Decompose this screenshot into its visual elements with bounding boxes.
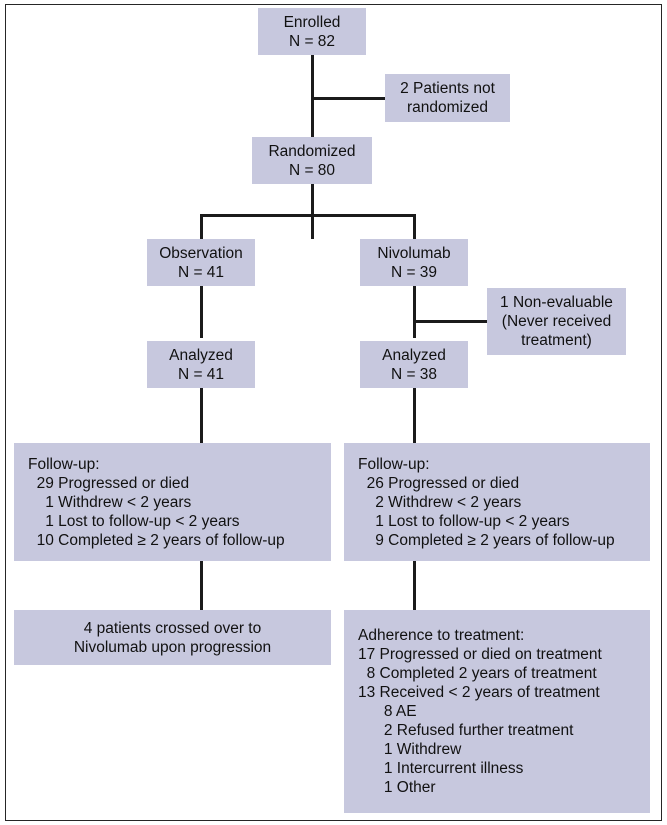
followup-nivolumab-line2: 26 Progressed or died	[358, 474, 520, 492]
node-observation[interactable]: Observation N = 41	[147, 239, 255, 286]
followup-observation-line4: 1 Lost to follow-up < 2 years	[28, 512, 240, 530]
followup-nivolumab-line5: 9 Completed ≥ 2 years of follow-up	[358, 531, 615, 549]
followup-observation-line3: 1 Withdrew < 2 years	[28, 493, 192, 511]
node-not-randomized-line2: randomized	[407, 99, 488, 116]
node-not-randomized-line1: 2 Patients not	[400, 80, 495, 97]
connector-nivolumab-to-non-evaluable	[413, 320, 488, 323]
adherence-line8: 1 Intercurrent illness	[358, 760, 524, 777]
adherence-line2: 17 Progressed or died on treatment	[358, 646, 602, 663]
crossover-line1: 4 patients crossed over to	[83, 619, 262, 637]
connector-followup-obs-to-crossover	[200, 560, 203, 610]
node-nivolumab[interactable]: Nivolumab N = 39	[360, 239, 468, 286]
adherence-line1: Adherence to treatment:	[358, 627, 525, 644]
node-nivolumab-line2: N = 39	[390, 263, 438, 281]
node-followup-observation[interactable]: Follow-up: 29 Progressed or died 1 Withd…	[14, 443, 331, 561]
connector-analyzed-nivo-to-followup	[413, 387, 416, 443]
followup-observation-line1: Follow-up:	[28, 455, 100, 473]
connector-randomized-down	[311, 183, 314, 239]
connector-split-to-observation	[200, 214, 203, 240]
node-analyzed-nivolumab[interactable]: Analyzed N = 38	[360, 341, 468, 388]
node-adherence[interactable]: Adherence to treatment: 17 Progressed or…	[344, 610, 650, 813]
adherence-line7: 1 Withdrew	[358, 741, 462, 758]
node-randomized[interactable]: Randomized N = 80	[252, 137, 372, 184]
node-observation-line2: N = 41	[177, 263, 225, 281]
node-nivolumab-line1: Nivolumab	[377, 244, 451, 262]
followup-nivolumab-line4: 1 Lost to follow-up < 2 years	[358, 512, 570, 530]
followup-nivolumab-line3: 2 Withdrew < 2 years	[358, 493, 522, 511]
node-enrolled-line2: N = 82	[288, 32, 336, 50]
connector-analyzed-obs-to-followup	[200, 387, 203, 443]
node-randomized-line1: Randomized	[268, 142, 356, 160]
adherence-line3: 8 Completed 2 years of treatment	[358, 665, 597, 682]
node-analyzed-observation-line2: N = 41	[177, 365, 225, 383]
adherence-line6: 2 Refused further treatment	[358, 722, 574, 739]
node-not-randomized[interactable]: 2 Patients not randomized	[385, 74, 510, 122]
followup-nivolumab-line1: Follow-up:	[358, 455, 430, 473]
connector-followup-nivo-to-adherence	[413, 560, 416, 610]
node-observation-line1: Observation	[159, 244, 243, 262]
node-analyzed-observation[interactable]: Analyzed N = 41	[147, 341, 255, 388]
adherence-line5: 8 AE	[358, 703, 417, 720]
node-randomized-line2: N = 80	[288, 161, 336, 179]
node-crossover[interactable]: 4 patients crossed over to Nivolumab upo…	[14, 610, 331, 665]
node-analyzed-nivolumab-line1: Analyzed	[382, 346, 446, 364]
adherence-line9: 1 Other	[358, 779, 436, 796]
node-enrolled-line1: Enrolled	[283, 13, 341, 31]
node-followup-nivolumab[interactable]: Follow-up: 26 Progressed or died 2 Withd…	[344, 443, 650, 561]
node-non-evaluable[interactable]: 1 Non-evaluable (Never received treatmen…	[487, 288, 626, 355]
adherence-line4: 13 Received < 2 years of treatment	[358, 684, 600, 701]
connector-enrolled-to-not-randomized	[311, 97, 386, 100]
connector-split-to-nivolumab	[413, 214, 416, 240]
followup-observation-line5: 10 Completed ≥ 2 years of follow-up	[28, 531, 285, 549]
connector-observation-to-analyzed	[200, 285, 203, 338]
crossover-line2: Nivolumab upon progression	[73, 638, 272, 656]
node-non-evaluable-line1: 1 Non-evaluable	[500, 294, 613, 311]
connector-nivolumab-to-analyzed	[413, 285, 416, 338]
node-non-evaluable-line3: treatment)	[521, 332, 592, 349]
followup-observation-line2: 29 Progressed or died	[28, 474, 190, 492]
connector-randomized-split	[200, 214, 416, 217]
node-enrolled[interactable]: Enrolled N = 82	[258, 8, 366, 55]
node-non-evaluable-line2: (Never received	[501, 313, 612, 330]
node-analyzed-nivolumab-line2: N = 38	[390, 365, 438, 383]
node-analyzed-observation-line1: Analyzed	[169, 346, 233, 364]
